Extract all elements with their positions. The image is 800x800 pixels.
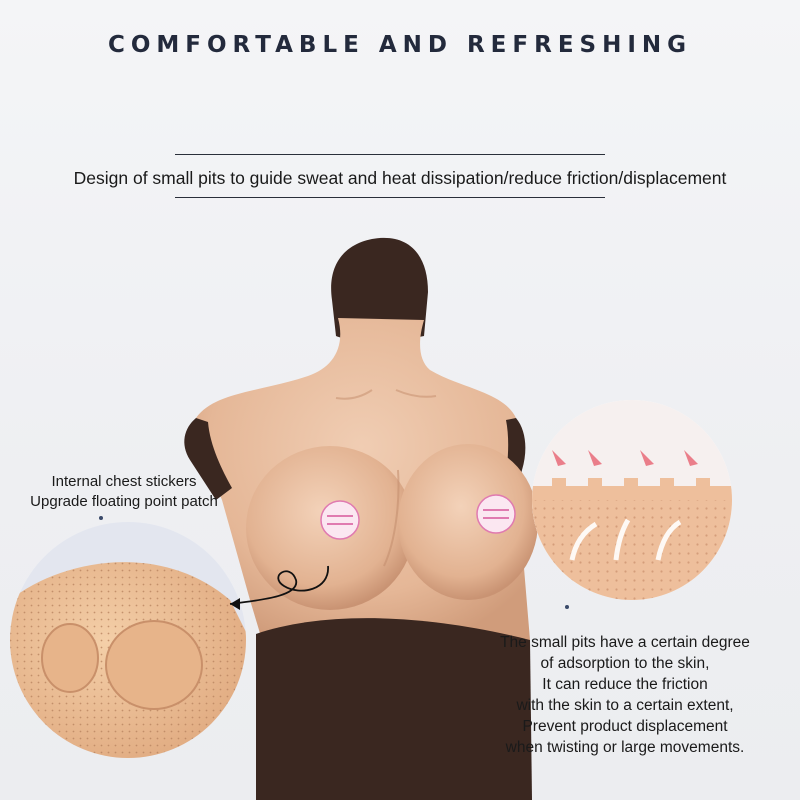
neck-cap — [331, 237, 428, 341]
left-annotation: Internal chest stickers Upgrade floating… — [0, 472, 248, 512]
headline: COMFORTABLE AND REFRESHING — [107, 32, 693, 58]
subtitle: Design of small pits to guide sweat and … — [73, 168, 727, 188]
left-censor-sticker — [320, 500, 360, 540]
bottom-band — [256, 618, 532, 800]
right-censor-sticker — [476, 494, 516, 534]
right-annotation-line-6: when twisting or large movements. — [505, 739, 745, 756]
left-annotation-line-2: Upgrade floating point patch — [30, 493, 218, 510]
left-annotation-dot — [99, 516, 103, 520]
subtitle-bottom-rule — [175, 197, 605, 198]
right-annotation-line-2: of adsorption to the skin, — [540, 655, 710, 672]
right-annotation: The small pits have a certain degree of … — [455, 632, 795, 758]
right-annotation-line-3: It can reduce the friction — [542, 676, 708, 693]
right-annotation-line-5: Prevent product displacement — [522, 718, 728, 735]
right-annotation-line-1: The small pits have a certain degree — [500, 634, 750, 651]
pointer-arrow — [229, 565, 329, 605]
subtitle-top-rule — [175, 154, 605, 155]
right-annotation-line-4: with the skin to a certain extent, — [516, 697, 734, 714]
right-zoom-circle — [532, 400, 732, 600]
left-zoom-circle — [10, 522, 246, 758]
left-armhole — [184, 418, 232, 500]
right-breast — [398, 444, 538, 600]
right-annotation-dot — [565, 605, 569, 609]
left-annotation-line-1: Internal chest stickers — [51, 473, 197, 490]
